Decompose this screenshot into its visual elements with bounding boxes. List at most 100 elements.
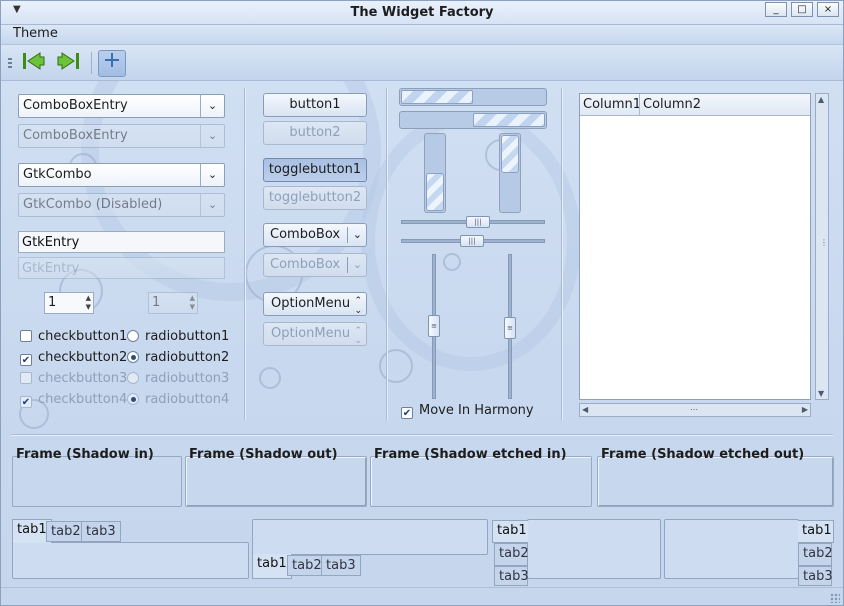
notebook-top-tab2[interactable]: tab2: [46, 521, 86, 542]
background-bubble: [19, 399, 49, 429]
column2-header[interactable]: Column2: [643, 97, 702, 112]
scroll-down-icon[interactable]: ▼: [818, 389, 825, 398]
vertical-scale-2[interactable]: ≡: [504, 254, 516, 399]
notebook-right-tab3[interactable]: tab3: [798, 566, 833, 586]
go-last-button[interactable]: [55, 50, 83, 77]
go-first-icon: [23, 52, 45, 70]
radiobutton2[interactable]: radiobutton2: [127, 350, 229, 368]
scale-handle[interactable]: |||: [466, 216, 490, 228]
button1[interactable]: button1: [263, 93, 367, 117]
scroll-right-icon[interactable]: ▶: [801, 405, 808, 414]
frame-shadow-etched-in: [370, 456, 592, 507]
notebook-bottom-tab2[interactable]: tab2: [287, 555, 327, 576]
combobox-label: ComboBox: [270, 227, 341, 242]
combo-box-entry[interactable]: ComboBoxEntry ⌄: [18, 94, 225, 118]
option-menu-disabled: OptionMenu ⌃⌄: [263, 322, 367, 346]
notebook-left-tab3[interactable]: tab3: [494, 566, 529, 586]
gtk-combo-disabled: GtkCombo (Disabled) ⌄: [18, 193, 225, 217]
column-separator: [244, 88, 245, 420]
scroll-up-icon[interactable]: ▲: [818, 95, 825, 104]
checkbutton3-label: checkbutton3: [38, 371, 128, 386]
updown-icon: ⌃⌄: [354, 326, 362, 346]
column-divider: [639, 94, 640, 116]
go-first-button[interactable]: [19, 50, 47, 77]
togglebutton1[interactable]: togglebutton1: [263, 158, 367, 182]
radio-off-icon: [127, 372, 139, 384]
chevron-down-icon[interactable]: ⌄: [200, 164, 224, 186]
combo-box-entry-disabled: ComboBoxEntry ⌄: [18, 124, 225, 148]
notebook-right-tab2[interactable]: tab2: [798, 543, 833, 566]
notebook-right-page: [664, 519, 799, 579]
spin-arrows-icon[interactable]: ▲▼: [85, 294, 91, 311]
gtk-combo[interactable]: GtkCombo ⌄: [18, 163, 225, 187]
notebook-bottom-tab1[interactable]: tab1: [252, 554, 292, 579]
radio-off-icon: [127, 330, 139, 342]
menu-theme[interactable]: Theme: [13, 26, 58, 41]
frame-shadow-etched-out: [597, 456, 834, 507]
tree-view[interactable]: Column1 Column2: [579, 93, 811, 400]
title-bar: ▼ The Widget Factory _ □ ×: [1, 1, 843, 25]
close-button[interactable]: ×: [817, 2, 839, 17]
gtk-combo-text: GtkCombo: [23, 167, 92, 182]
option-menu-label: OptionMenu: [271, 296, 351, 311]
chevron-down-icon[interactable]: ⌄: [200, 95, 224, 117]
scroll-grip-icon[interactable]: ⋮: [820, 238, 828, 247]
vertical-progress-2: [499, 133, 521, 213]
option-menu[interactable]: OptionMenu ⌃⌄: [263, 292, 367, 316]
window-menu-icon[interactable]: ▼: [13, 4, 21, 15]
resize-grip-icon[interactable]: [830, 593, 840, 603]
radiobutton1[interactable]: radiobutton1: [127, 329, 229, 347]
horizontal-scale-1[interactable]: |||: [401, 216, 545, 228]
frame-shadow-in: [12, 456, 182, 507]
frame-shadow-etched-in-label: Frame (Shadow etched in): [374, 447, 567, 462]
spin-arrows-icon: ▲▼: [189, 294, 195, 311]
checkbutton4-label: checkbutton4: [38, 392, 128, 407]
maximize-button[interactable]: □: [791, 2, 813, 17]
frame-shadow-etched-out-label: Frame (Shadow etched out): [601, 447, 805, 462]
notebook-right-tab1[interactable]: tab1: [798, 520, 834, 543]
scale-handle[interactable]: ≡: [428, 315, 440, 337]
notebook-bottom-tab3[interactable]: tab3: [321, 555, 361, 576]
notebook-top-tab1[interactable]: tab1: [12, 519, 52, 543]
radio-on-icon: [127, 351, 139, 363]
progress-fill: [401, 90, 473, 104]
scale-handle[interactable]: |||: [460, 235, 484, 247]
checkbutton1[interactable]: checkbutton1: [20, 329, 127, 347]
spin-button[interactable]: 1 ▲▼: [44, 292, 94, 314]
add-icon: [105, 53, 119, 67]
tree-view-header: Column1 Column2: [580, 94, 810, 116]
option-menu-disabled-label: OptionMenu: [271, 326, 351, 341]
toolbar: [1, 45, 843, 81]
go-last-icon: [57, 52, 79, 70]
combobox-disabled: ComboBox ⌄: [263, 253, 367, 277]
vertical-scale-1[interactable]: ≡: [428, 254, 440, 399]
add-button[interactable]: [98, 50, 126, 77]
notebook-top-tab3[interactable]: tab3: [81, 521, 121, 542]
chevron-down-icon: ⌄: [352, 228, 362, 241]
radiobutton1-label: radiobutton1: [145, 329, 230, 344]
radiobutton2-label: radiobutton2: [145, 350, 230, 365]
checkbutton4: ✔checkbutton4: [20, 392, 127, 410]
checkbutton2[interactable]: ✔checkbutton2: [20, 350, 127, 368]
notebook-left-tab1[interactable]: tab1: [492, 520, 528, 543]
tree-vertical-scrollbar[interactable]: ▲ ⋮ ▼: [815, 93, 829, 400]
minimize-button[interactable]: _: [765, 2, 787, 17]
notebook-left-tab2[interactable]: tab2: [494, 543, 529, 566]
column1-header[interactable]: Column1: [583, 97, 642, 112]
combo-box-entry-disabled-text: ComboBoxEntry: [23, 128, 128, 143]
gtk-entry[interactable]: [18, 231, 225, 253]
background-bubble: [379, 349, 413, 383]
toolbar-grip[interactable]: [8, 58, 12, 68]
button2: button2: [263, 121, 367, 145]
scale-handle[interactable]: ≡: [504, 317, 516, 339]
horizontal-scale-2[interactable]: |||: [401, 235, 545, 247]
tree-horizontal-scrollbar[interactable]: ◀ ⋯ ▶: [579, 403, 811, 417]
frame-shadow-in-label: Frame (Shadow in): [16, 447, 154, 462]
combobox[interactable]: ComboBox ⌄: [263, 223, 367, 247]
notebook-bottom-page: [252, 519, 488, 555]
scroll-left-icon[interactable]: ◀: [582, 405, 589, 414]
gtk-entry-input[interactable]: [19, 232, 224, 252]
scroll-grip-icon[interactable]: ⋯: [690, 405, 698, 414]
move-in-harmony-check[interactable]: ✔Move In Harmony: [401, 403, 534, 421]
radiobutton3-label: radiobutton3: [145, 371, 230, 386]
